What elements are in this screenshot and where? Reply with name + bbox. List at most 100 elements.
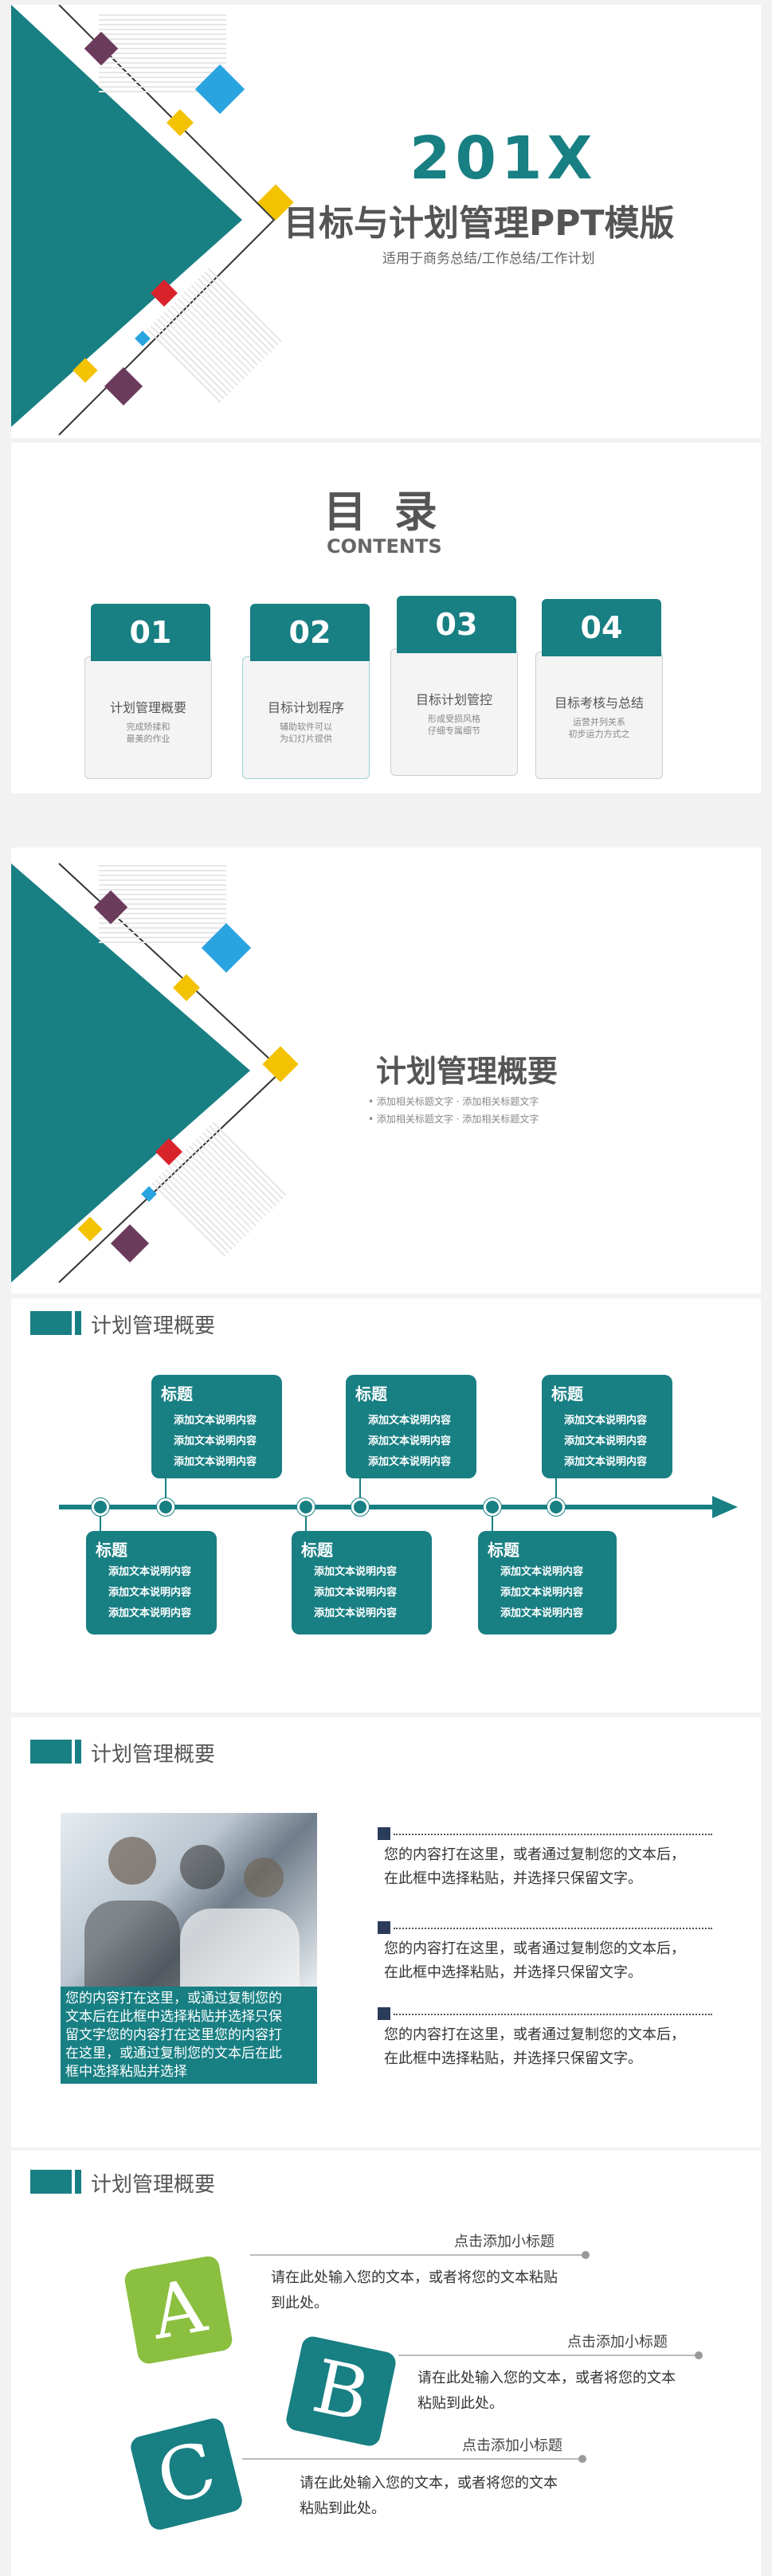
timeline-box-line: 添加文本说明内容 [174,1435,257,1447]
timeline-box-line: 添加文本说明内容 [500,1566,584,1578]
timeline-box[interactable]: 标题 添加文本说明内容 添加文本说明内容 添加文本说明内容 [478,1531,617,1634]
cover-subtitle: 适用于商务总结/工作总结/工作计划 [382,251,595,267]
connector [165,1478,167,1502]
item-subtitle[interactable]: 点击添加小标题 [462,2437,562,2454]
timeline-box-title: 标题 [488,1541,519,1560]
contents-item-desc: 形成受损风格仔细专属细节 [428,714,480,736]
timeline-box-line: 添加文本说明内容 [368,1415,452,1427]
timeline-box[interactable]: 标题 添加文本说明内容 添加文本说明内容 添加文本说明内容 [346,1375,476,1478]
timeline-box[interactable]: 标题 添加文本说明内容 添加文本说明内容 添加文本说明内容 [542,1375,672,1478]
dotted-divider [394,1928,712,1929]
contents-item-title: 目标考核与总结 [554,695,644,711]
photo-caption: 您的内容打在这里，或通过复制您的 文本后在此框中选择粘贴并选择只保 留文字您的内… [61,1987,317,2084]
abc-slide: 计划管理概要 A B C 点击添加小标题 请在此处输入您的文本，或者将您的文本粘… [11,2151,761,2576]
timeline-box-line: 添加文本说明内容 [368,1456,452,1468]
connector [359,1478,361,1502]
divider-line [250,2254,585,2256]
contents-item-number: 01 [91,604,210,661]
timeline-dot [92,1498,109,1516]
slide-header: 计划管理概要 [91,2173,216,2197]
timeline-box[interactable]: 标题 添加文本说明内容 添加文本说明内容 添加文本说明内容 [292,1531,432,1634]
dotted-divider [394,1834,712,1835]
timeline-box-title: 标题 [355,1384,387,1403]
contents-item-number: 03 [397,596,516,653]
contents-item-title: 计划管理概要 [109,700,186,715]
divider-dot [578,2455,586,2463]
divider-dot [695,2351,703,2359]
contents-slide: 目 录 CONTENTS 计划管理概要 完成矫揉和最美的作业 01 目标计划程序… [11,443,761,793]
connector [305,1512,307,1533]
contents-item-title: 目标计划管控 [415,692,492,707]
timeline-dot [351,1498,369,1516]
item-text[interactable]: 请在此处输入您的文本，或者将您的文本粘贴到此处。 [300,2475,558,2517]
timeline-box-line: 添加文本说明内容 [368,1435,452,1447]
timeline-box-line: 添加文本说明内容 [564,1435,648,1447]
letter-a-tile: A [123,2254,234,2366]
text-paragraph: 您的内容打在这里，或者通过复制您的文本后，在此框中选择粘贴，并选择只保留文字。 [384,1940,685,1981]
contents-heading: 目 录 [323,487,444,537]
bullet-square [378,2007,390,2020]
timeline-box-line: 添加文本说明内容 [500,1587,584,1599]
section-title: 计划管理概要 [376,1054,558,1089]
contents-item-number: 02 [250,604,370,661]
timeline-dot [297,1498,315,1516]
timeline-dot [157,1498,174,1516]
divider-line [242,2458,582,2460]
timeline-box-line: 添加文本说明内容 [108,1587,192,1599]
team-photo [61,1813,317,1987]
section-bullets: • 添加相关标题文字 · 添加相关标题文字 • 添加相关标题文字 · 添加相关标… [368,1096,539,1125]
header-bar [75,2170,81,2194]
contents-item-desc: 辅助软件可以为幻灯片提供 [280,722,332,744]
slide-header: 计划管理概要 [91,1314,216,1338]
header-bar [30,1311,72,1335]
cover-slide: 201X 目标与计划管理PPT模版 适用于商务总结/工作总结/工作计划 [11,5,761,438]
timeline-box-line: 添加文本说明内容 [174,1415,257,1427]
item-subtitle[interactable]: 点击添加小标题 [454,2233,555,2250]
item-text[interactable]: 请在此处输入您的文本，或者将您的文本粘贴到此处。 [271,2269,558,2312]
section-slide: 计划管理概要 • 添加相关标题文字 · 添加相关标题文字 • 添加相关标题文字 … [11,848,761,1294]
contents-card: 目标计划程序 辅助软件可以为幻灯片提供 [242,656,370,779]
cover-title: 目标与计划管理PPT模版 [284,203,675,244]
divider-line [398,2355,698,2356]
timeline-box-title: 标题 [161,1384,193,1403]
contents-item-desc: 完成矫揉和最美的作业 [126,722,170,744]
letter-c-tile: C [128,2416,245,2532]
timeline-box[interactable]: 标题 添加文本说明内容 添加文本说明内容 添加文本说明内容 [151,1375,282,1478]
dotted-divider [394,2014,712,2015]
timeline-arrow [59,1496,738,1518]
timeline-box-line: 添加文本说明内容 [564,1456,648,1468]
header-bar [75,1311,81,1335]
header-bar [75,1740,81,1764]
timeline-box-line: 添加文本说明内容 [174,1456,257,1468]
contents-item-title: 目标计划程序 [267,700,344,715]
contents-item-desc: 运营并列关系初步运力方式之 [568,717,630,739]
timeline-box-title: 标题 [551,1384,583,1403]
item-subtitle[interactable]: 点击添加小标题 [567,2334,668,2351]
timeline-box-line: 添加文本说明内容 [314,1587,398,1599]
timeline-box-line: 添加文本说明内容 [564,1415,648,1427]
timeline-box-title: 标题 [96,1541,127,1560]
timeline-box[interactable]: 标题 添加文本说明内容 添加文本说明内容 添加文本说明内容 [86,1531,217,1634]
contents-card: 目标计划管控 形成受损风格仔细专属细节 [390,648,518,776]
text-paragraph: 您的内容打在这里，或者通过复制您的文本后，在此框中选择粘贴，并选择只保留文字。 [384,2026,685,2067]
letter-b-tile: B [284,2334,398,2449]
timeline-box-line: 添加文本说明内容 [500,1607,584,1619]
contents-card: 计划管理概要 完成矫揉和最美的作业 [84,656,212,779]
photo-slide: 计划管理概要 您的内容打在这里，或通过复制您的 文本后在此框中选择粘贴并选择只保… [11,1717,761,2147]
item-text[interactable]: 请在此处输入您的文本，或者将您的文本粘贴到此处。 [417,2370,676,2412]
contents-heading-en: CONTENTS [327,535,442,558]
contents-item-number: 04 [542,599,661,656]
timeline-box-line: 添加文本说明内容 [314,1607,398,1619]
text-paragraph: 您的内容打在这里，或者通过复制您的文本后，在此框中选择粘贴，并选择只保留文字。 [384,1846,685,1887]
timeline-box-line: 添加文本说明内容 [108,1607,192,1619]
header-bar [30,2170,72,2194]
header-bar [30,1740,72,1764]
connector [100,1512,101,1533]
timeline-slide: 计划管理概要 标题 添加文本说明内容 添加文本说明内容 添加文本说明内容 标题 … [11,1298,761,1713]
divider-dot [582,2251,590,2259]
bullet-square [378,1827,390,1840]
timeline-dot [547,1498,565,1516]
connector [492,1512,493,1533]
timeline-dot [484,1498,501,1516]
contents-card: 目标考核与总结 运营并列关系初步运力方式之 [535,652,663,779]
